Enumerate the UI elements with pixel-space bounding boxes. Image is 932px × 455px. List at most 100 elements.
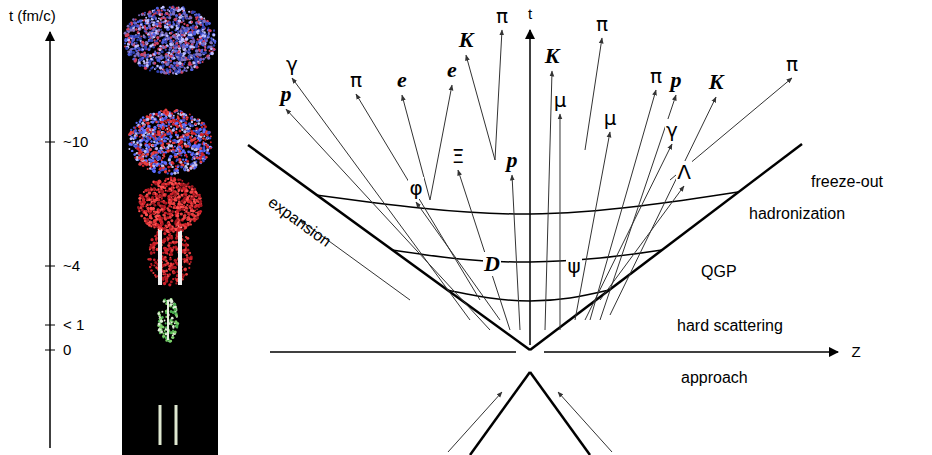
matter-dot (188, 212, 191, 215)
matter-dot (173, 228, 175, 230)
matter-dot (172, 119, 175, 122)
matter-dot (153, 188, 156, 191)
matter-dot (170, 161, 173, 164)
matter-dot (162, 132, 164, 134)
matter-dot (170, 120, 173, 123)
matter-dot (172, 302, 175, 305)
matter-dot (136, 156, 138, 158)
matter-dot (162, 157, 164, 159)
matter-dot (202, 146, 205, 149)
matter-dot (174, 153, 176, 155)
nucleus-slab (159, 405, 162, 445)
matter-dot (179, 110, 181, 112)
matter-dot (151, 196, 154, 199)
matter-dot (176, 186, 178, 188)
matter-dot (175, 324, 178, 327)
matter-dot (168, 127, 170, 129)
matter-dot (164, 330, 166, 332)
matter-dot (207, 136, 209, 138)
matter-dot (205, 57, 207, 59)
matter-dot (191, 218, 193, 220)
matter-dot (178, 189, 180, 191)
matter-dot (173, 172, 176, 175)
matter-dot (169, 140, 172, 143)
matter-dot (146, 147, 148, 149)
matter-dot (168, 132, 171, 135)
matter-dot (174, 272, 176, 274)
matter-dot (194, 123, 197, 126)
matter-dot (131, 150, 133, 152)
matter-dot (190, 118, 192, 120)
matter-dot (172, 188, 174, 190)
matter-dot (204, 126, 207, 129)
matter-dot (173, 271, 176, 274)
matter-dot (187, 128, 189, 130)
matter-dot (193, 205, 196, 208)
matter-dot (135, 132, 138, 135)
matter-dot (186, 134, 189, 137)
matter-dot (172, 330, 174, 332)
matter-dot (155, 148, 158, 151)
matter-dot (167, 239, 169, 241)
matter-dot (160, 186, 163, 189)
matter-dot (164, 224, 167, 227)
matter-dot (167, 244, 170, 247)
matter-dot (142, 155, 144, 157)
matter-dot (185, 243, 187, 245)
matter-dot (178, 146, 181, 149)
matter-dot (195, 127, 197, 129)
matter-dot (173, 266, 176, 269)
matter-dot (163, 232, 166, 235)
matter-dot (164, 180, 166, 182)
matter-dot (150, 251, 153, 254)
matter-dot (203, 135, 205, 137)
matter-dot (188, 186, 190, 188)
matter-dot (155, 113, 158, 116)
matter-dot (149, 266, 151, 268)
simulation-strip (122, 0, 218, 455)
matter-dot (188, 132, 190, 134)
matter-dot (191, 124, 194, 127)
matter-dot (151, 184, 153, 186)
matter-dot (184, 267, 187, 270)
matter-dot (158, 17, 160, 19)
matter-dot (150, 225, 152, 227)
matter-dot (163, 140, 166, 143)
matter-dot (196, 192, 198, 194)
matter-dot (166, 216, 169, 219)
matter-dot (202, 137, 204, 139)
matter-dot (177, 228, 180, 231)
matter-dot (180, 142, 183, 145)
matter-dot (142, 164, 145, 167)
matter-dot (139, 194, 142, 197)
matter-dot (191, 164, 194, 167)
matter-dot (161, 131, 164, 134)
matter-dot (188, 200, 191, 203)
matter-dot (189, 257, 192, 260)
matter-dot (169, 229, 171, 231)
matter-dot (184, 142, 187, 145)
matter-dot (189, 218, 191, 220)
matter-dot (165, 258, 167, 260)
matter-dot (177, 193, 179, 195)
matter-dot (152, 212, 155, 215)
matter-dot (170, 247, 172, 249)
matter-dot (181, 128, 183, 130)
matter-dot (194, 209, 196, 211)
matter-dot (160, 208, 163, 211)
matter-dot (169, 226, 172, 229)
matter-dot (139, 139, 142, 142)
matter-dot (199, 161, 202, 164)
matter-dot (146, 199, 149, 202)
matter-dot (160, 189, 163, 192)
matter-dot (140, 140, 142, 142)
matter-dot (158, 209, 160, 211)
matter-dot (128, 142, 131, 145)
matter-dot (153, 219, 155, 221)
matter-dot (152, 118, 154, 120)
matter-dot (177, 210, 179, 212)
matter-dot (161, 144, 164, 147)
matter-dot (168, 283, 171, 286)
matter-dot (172, 139, 175, 142)
matter-dot (188, 122, 191, 125)
